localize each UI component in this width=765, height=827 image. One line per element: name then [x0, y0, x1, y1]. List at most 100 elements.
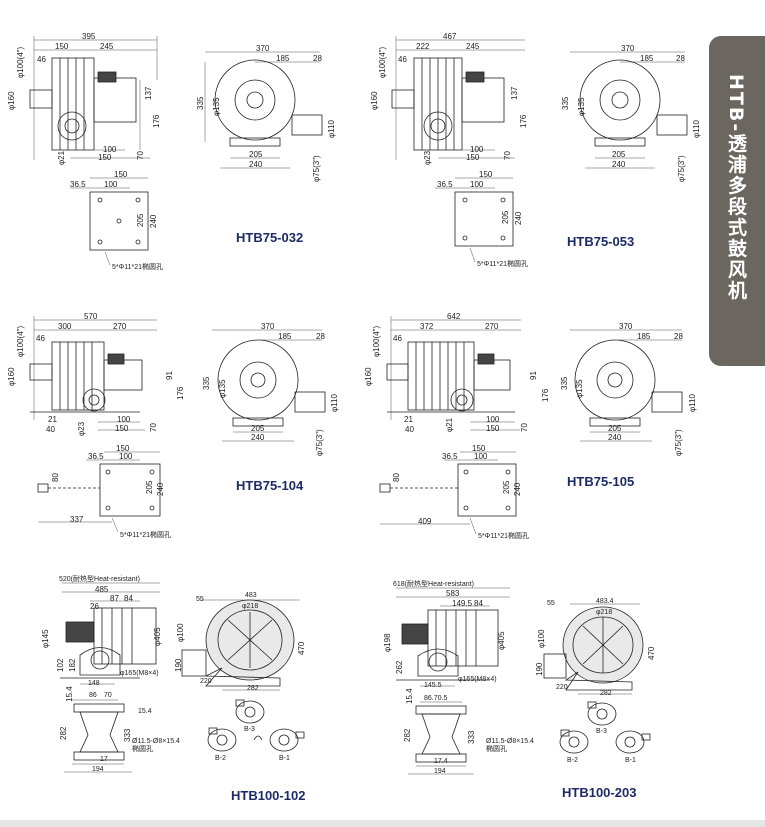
dim-21b: 21 — [404, 415, 413, 424]
dim-370: 370 — [256, 44, 270, 53]
dim-36: 36.5 — [437, 180, 453, 189]
dim-46: 46 — [37, 55, 46, 64]
dim-333: 333 — [467, 730, 476, 744]
model-label: HTB75-032 — [236, 230, 304, 245]
dim-26: 26 — [90, 602, 99, 611]
dim-b: 245 — [100, 42, 114, 51]
model-label: HTB75-105 — [567, 474, 635, 489]
dim-282: 282 — [247, 685, 259, 692]
dim-100: 100 — [474, 452, 488, 461]
dim-100: 100 — [470, 145, 484, 154]
dim-240: 240 — [251, 433, 265, 442]
dim-240: 240 — [249, 160, 263, 169]
dim-485: 485 — [95, 585, 109, 594]
dim-100: 100 — [117, 415, 131, 424]
dim-b: 270 — [485, 322, 499, 331]
hole-note-2: 椭圆孔 — [132, 746, 153, 753]
dim-150: 150 — [114, 170, 128, 179]
dim-84: 84 — [474, 599, 483, 608]
dim-370: 370 — [619, 322, 633, 331]
dim-40: 40 — [46, 425, 55, 434]
model-label: HTB100-102 — [231, 788, 306, 803]
orientation-b2: B-2 — [567, 757, 578, 764]
dim-100: 100 — [103, 145, 117, 154]
dim-a: 372 — [420, 322, 434, 331]
dim-100: 100 — [104, 180, 118, 189]
dim-218: φ218 — [242, 603, 259, 610]
dim-28: 28 — [674, 332, 683, 341]
dim-55: 55 — [196, 596, 204, 603]
dim-28: 28 — [676, 54, 685, 63]
dim-28: 28 — [313, 54, 322, 63]
hole-note: 5*Φ11*21椭圆孔 — [112, 264, 163, 271]
dim-55: 55 — [547, 600, 555, 607]
dim-150: 150 — [466, 153, 480, 162]
orientation-b1: B-1 — [625, 757, 636, 764]
dim-15-4: 15.4 — [405, 688, 414, 704]
dim-205: 205 — [249, 150, 263, 159]
hole-note: 5*Φ11*21椭圆孔 — [120, 532, 171, 539]
dim-100: 100 — [486, 415, 500, 424]
dim-150: 150 — [116, 444, 130, 453]
dim-84: 84 — [124, 594, 133, 603]
orientation-b3: B-3 — [244, 726, 255, 733]
dim-218: φ218 — [596, 609, 613, 616]
dim-100: 100 — [119, 452, 133, 461]
hole-note-2: 椭圆孔 — [486, 746, 507, 753]
dim-b: 245 — [466, 42, 480, 51]
dim-overall: 642 — [447, 312, 461, 321]
dim-100: 100 — [470, 180, 484, 189]
dim-28: 28 — [316, 332, 325, 341]
model-label: HTB75-104 — [236, 478, 304, 493]
dim-165: φ165(M8×4) — [120, 670, 159, 677]
series-title-tab: HTB-透浦多段式鼓风机 — [709, 36, 765, 366]
orientation-b1: B-1 — [279, 755, 290, 762]
dim-220: 220 — [200, 678, 212, 685]
dim-a: 150 — [55, 42, 69, 51]
dim-205: 205 — [251, 424, 265, 433]
dim-86: 86 — [89, 692, 97, 699]
dim-overall: 570 — [84, 312, 98, 321]
hole-note: 5*Φ11*21椭圆孔 — [477, 261, 528, 268]
dim-185: 185 — [276, 54, 290, 63]
dim-148: 148 — [88, 680, 100, 687]
orientation-b3: B-3 — [596, 728, 607, 735]
dim-a: 300 — [58, 322, 72, 331]
dim-36: 36.5 — [70, 180, 86, 189]
dim-46: 46 — [393, 334, 402, 343]
dim-a: 222 — [416, 42, 430, 51]
dim-483-4: 483.4 — [596, 598, 614, 605]
dim-36: 36.5 — [88, 452, 104, 461]
series-title: HTB-透浦多段式鼓风机 — [725, 74, 747, 302]
dim-185: 185 — [640, 54, 654, 63]
hole-note: Ø11.5-Ø8×15.4 — [486, 738, 534, 745]
dim-150: 150 — [472, 444, 486, 453]
dim-149-5: 149.5 — [452, 599, 473, 608]
dim-194: 194 — [434, 768, 446, 775]
dim-46: 46 — [36, 334, 45, 343]
heat-label: 520(耐热型Heat-resistant) — [59, 576, 140, 583]
dim-21: 21 — [48, 415, 57, 424]
dim-17: 17 — [100, 756, 108, 763]
orientation-b2: B-2 — [215, 755, 226, 762]
dim-86-70-5: 86.70.5 — [424, 695, 448, 702]
dim-145-5: 145.5 — [424, 682, 442, 689]
dim-282: 282 — [600, 690, 612, 697]
dim-370: 370 — [261, 322, 275, 331]
heat-label: 618(耐热型Heat-resistant) — [393, 581, 474, 588]
dim-overall: 395 — [82, 32, 96, 41]
model-label: HTB75-053 — [567, 234, 635, 249]
